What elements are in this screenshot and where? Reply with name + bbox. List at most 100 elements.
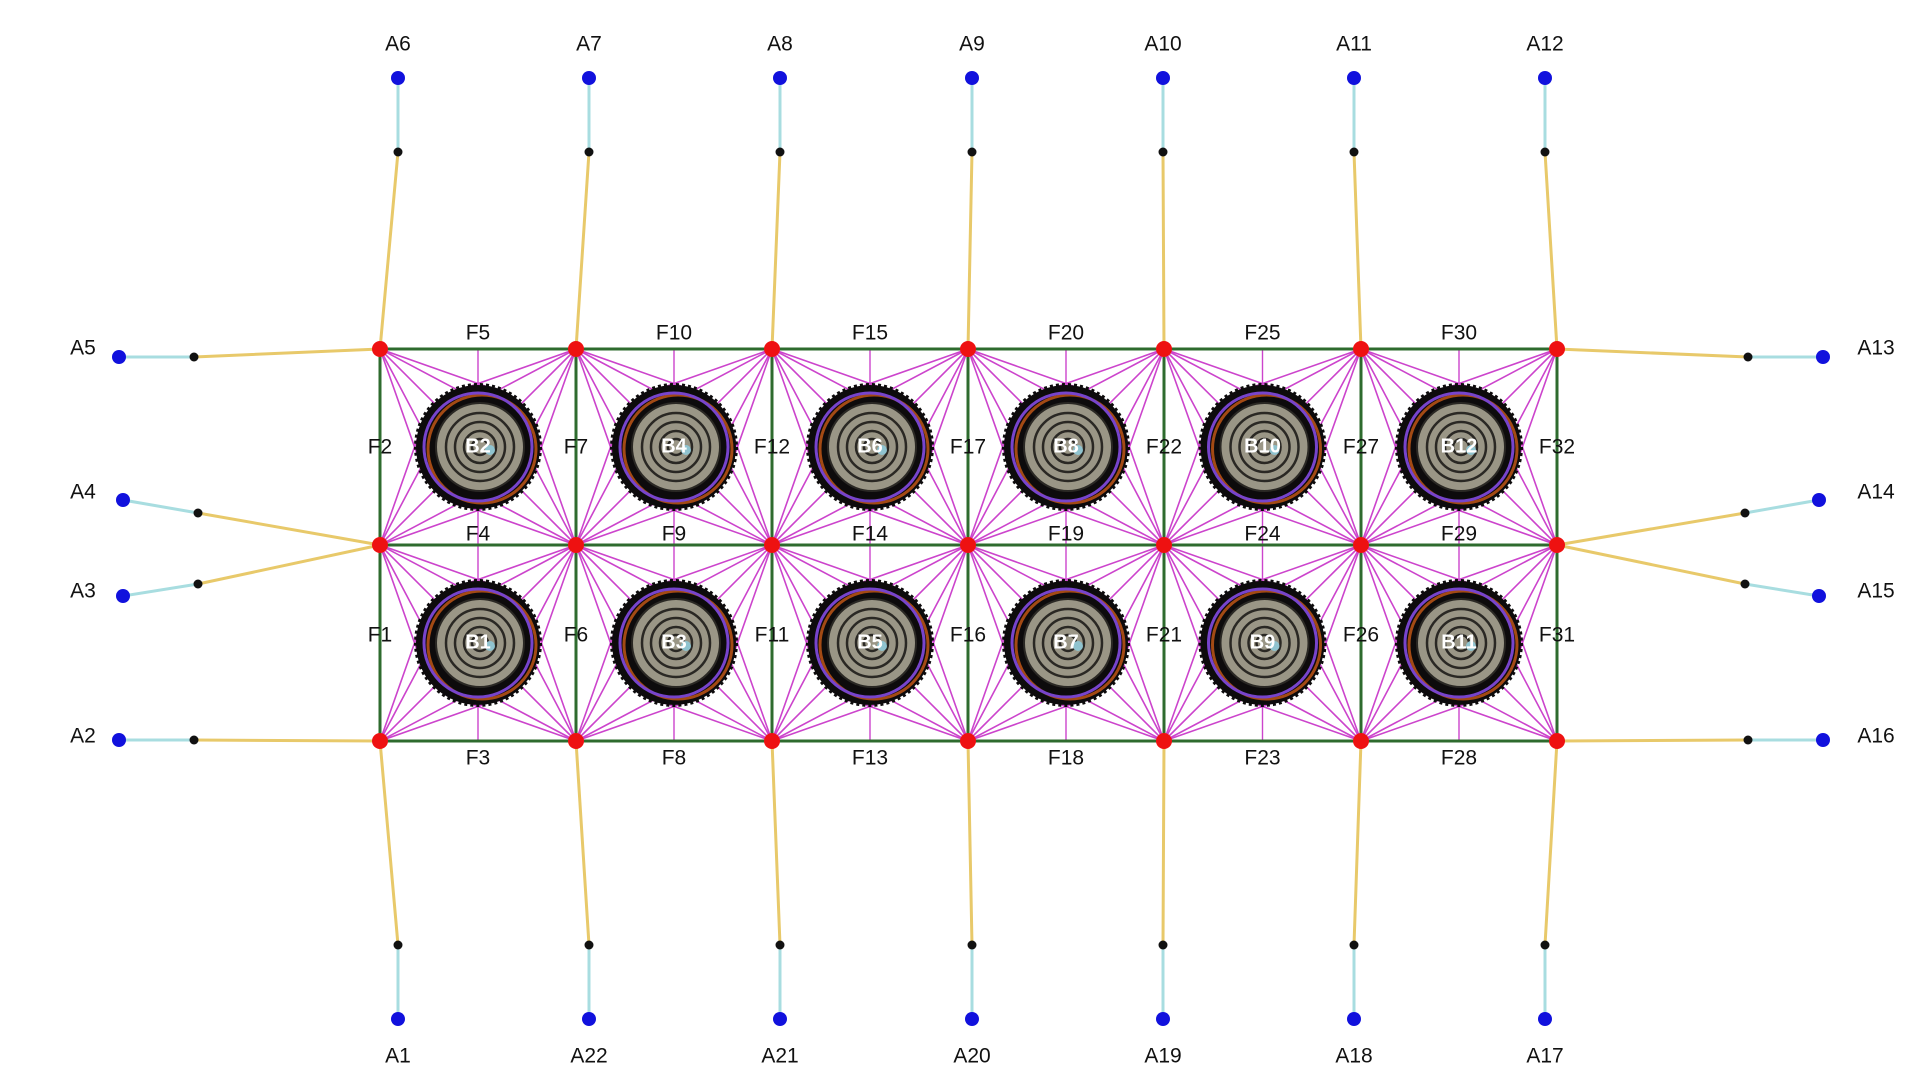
- frame-node: [764, 733, 780, 749]
- fairlead-point: [1740, 579, 1750, 589]
- brace-line: [771, 544, 829, 602]
- frame-node: [1549, 537, 1565, 553]
- brace-line: [1360, 544, 1476, 586]
- brace-line: [715, 684, 773, 742]
- buoy-ring: [1403, 391, 1515, 503]
- brace-line: [1163, 626, 1206, 742]
- brace-line: [888, 698, 969, 742]
- brace-line: [1281, 348, 1362, 392]
- buoy-face: [631, 598, 721, 688]
- frame-node: [372, 733, 388, 749]
- buoy-groove: [1032, 607, 1104, 679]
- brace-line: [771, 544, 887, 586]
- buoy-hub: [1466, 445, 1476, 455]
- brace-line: [967, 626, 1009, 742]
- frame-label: F2: [368, 436, 393, 459]
- brace-line: [575, 504, 691, 546]
- buoy-ring: [618, 587, 730, 699]
- brace-line: [771, 430, 813, 546]
- anchor-label: A11: [1336, 33, 1372, 56]
- frame-node: [960, 341, 976, 357]
- brace-line: [379, 348, 495, 390]
- buoy-groove: [1425, 607, 1497, 679]
- brace-line: [1049, 504, 1165, 546]
- buoy-ring: [1403, 587, 1515, 699]
- buoy-face: [827, 402, 917, 492]
- anchor-point: [1812, 589, 1826, 603]
- frame-label: F27: [1343, 436, 1379, 459]
- anchor-point: [1538, 1012, 1552, 1026]
- brace-line: [715, 348, 773, 406]
- brace-line: [1123, 348, 1165, 464]
- buoy-face: [1219, 402, 1310, 492]
- frame-label: F17: [950, 436, 986, 459]
- buoy-rust-ring: [1014, 589, 1126, 701]
- brace-line: [888, 544, 969, 588]
- buoy-hub: [1466, 641, 1476, 651]
- brace-line: [967, 544, 1009, 660]
- brace-line: [1121, 661, 1165, 742]
- brace-line: [1500, 488, 1558, 546]
- buoy-face: [1219, 598, 1310, 688]
- brace-line: [1318, 465, 1362, 546]
- brace-line: [771, 661, 815, 742]
- brace-line: [927, 544, 969, 660]
- buoy-label: B6: [857, 435, 883, 457]
- fairlead-point: [1158, 940, 1168, 950]
- buoy-rust-ring: [818, 393, 930, 505]
- anchor-label: A3: [70, 580, 96, 603]
- buoy-rust-ring: [622, 589, 734, 701]
- frame-node: [568, 537, 584, 553]
- brace-line: [771, 348, 887, 390]
- brace-line: [1442, 348, 1558, 390]
- buoy-ring: [814, 391, 926, 503]
- brace-line: [575, 698, 656, 742]
- buoy-groove: [649, 420, 703, 474]
- buoy-groove: [1425, 411, 1497, 483]
- anchor-label: A13: [1857, 337, 1894, 360]
- brace-line: [461, 504, 577, 546]
- anchor-label: A18: [1335, 1045, 1372, 1068]
- anchor-point: [773, 71, 787, 85]
- brace-line: [967, 544, 1011, 625]
- buoy-groove: [836, 411, 908, 483]
- buoy-groove: [444, 607, 516, 679]
- buoy-ring: [422, 391, 534, 503]
- brace-line: [657, 348, 773, 390]
- mooring-line: [192, 738, 382, 743]
- brace-line: [1281, 502, 1362, 546]
- brace-line: [925, 465, 969, 546]
- brace-line: [1163, 544, 1207, 625]
- brace-line: [1360, 348, 1418, 406]
- buoy-label: B9: [1250, 631, 1276, 653]
- brace-line: [496, 348, 577, 392]
- buoy: [1198, 579, 1327, 707]
- brace-line: [575, 544, 691, 586]
- anchor-point: [116, 589, 130, 603]
- frame-label: F4: [466, 523, 491, 546]
- brace-line: [1049, 544, 1165, 586]
- anchor-label: A5: [70, 337, 96, 360]
- brace-line: [1123, 430, 1165, 546]
- brace-line: [379, 698, 460, 742]
- frame-label: F26: [1343, 624, 1379, 647]
- buoy-label: B11: [1441, 631, 1477, 653]
- mooring-line: [1555, 347, 1750, 359]
- anchor-point: [112, 733, 126, 747]
- mooring-line: [1161, 150, 1166, 351]
- brace-line: [533, 661, 577, 742]
- brace-line: [1360, 348, 1402, 464]
- buoy-label: B5: [857, 631, 883, 653]
- buoy-hub: [681, 445, 691, 455]
- buoy-groove: [1247, 429, 1282, 465]
- buoy-face: [1416, 402, 1506, 492]
- brace-line: [1360, 504, 1476, 546]
- anchor-label: A4: [70, 481, 96, 504]
- anchor-label: A12: [1526, 33, 1563, 56]
- brace-line: [729, 661, 773, 742]
- frame-label: F11: [755, 624, 790, 647]
- brace-line: [853, 544, 969, 586]
- buoy: [1395, 579, 1523, 707]
- brace-line: [1281, 544, 1362, 588]
- brace-line: [575, 700, 691, 742]
